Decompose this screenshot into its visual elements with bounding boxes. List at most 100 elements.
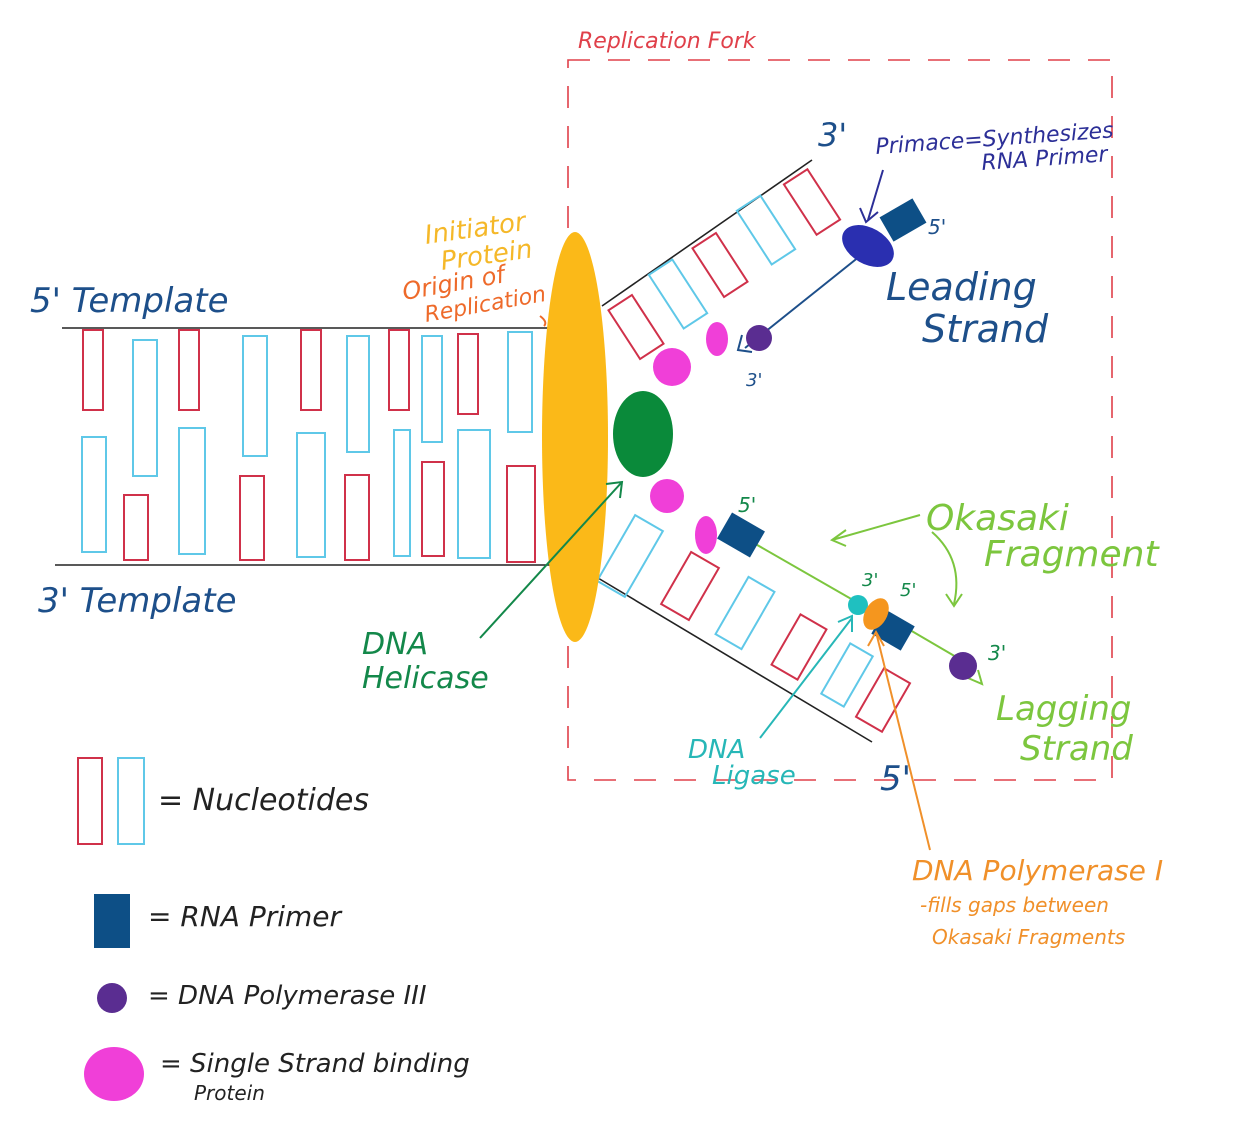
nucleotide [647, 258, 709, 330]
template-3-label: 3' Template [38, 581, 237, 621]
origin-pointer [539, 315, 547, 327]
primase-pointer [867, 169, 884, 221]
nucleotide [506, 465, 536, 563]
nucleotide [388, 329, 410, 411]
leading-pol3 [746, 325, 772, 351]
lagging-backbone [597, 577, 873, 743]
legend-rna-primer-label: = RNA Primer [148, 900, 342, 933]
nucleotide [393, 429, 411, 557]
leading-nucleotides [607, 167, 842, 361]
ligase-label-2: Ligase [712, 761, 796, 791]
dna-ligase-icon [848, 595, 868, 615]
leading-label-2: Strand [922, 307, 1049, 351]
okasaki-fragment-1 [751, 541, 861, 605]
nucleotide [457, 429, 491, 559]
nucleotide [346, 335, 370, 453]
helicase-pointer [479, 481, 623, 639]
lagging-rna-primer-1 [717, 512, 765, 558]
legend: = Nucleotides = RNA Primer = DNA Polymer… [77, 757, 470, 1105]
pol1-label-1: DNA Polymerase I [912, 854, 1163, 887]
primase-pointer-head [859, 207, 879, 224]
pol1-pointer [875, 631, 931, 851]
ssb-icon [650, 479, 684, 513]
nucleotide [595, 513, 665, 599]
nucleotide [854, 666, 912, 734]
okasaki-pointer-1 [831, 514, 921, 541]
lagging-3prime-end: 3' [988, 641, 1006, 665]
nucleotide [296, 432, 326, 558]
legend-rna-primer-icon [94, 894, 130, 948]
helicase-pointer-head [605, 480, 624, 499]
legend-pol3-label: = DNA Polymerase III [148, 981, 427, 1011]
nucleotide [421, 461, 445, 557]
okasaki-pointer-2-head [945, 593, 963, 608]
lagging-label-2: Strand [1020, 729, 1133, 769]
nucleotide [714, 575, 776, 651]
nucleotide [239, 475, 265, 561]
primase-icon [842, 225, 894, 267]
leading-5prime: 5' [928, 215, 946, 239]
ligase-label-1: DNA [688, 735, 745, 765]
nucleotide [178, 427, 206, 555]
legend-ssb-label-1: = Single Strand binding [160, 1049, 470, 1079]
nucleotide [507, 331, 533, 433]
legend-ssb-icon [84, 1047, 144, 1101]
initiator-protein-icon [542, 232, 608, 642]
leading-arrow-head [736, 334, 753, 353]
legend-ssb-label-2: Protein [194, 1081, 265, 1105]
nucleotide [123, 494, 149, 561]
nucleotide [735, 194, 797, 266]
leading-rna-primer [879, 198, 927, 242]
helicase-label-1: DNA [362, 627, 428, 662]
parental-nucleotides [81, 329, 536, 563]
lagging-pol3 [949, 652, 977, 680]
helicase-label-2: Helicase [362, 661, 489, 696]
replication-fork-label: Replication Fork [578, 29, 757, 54]
lagging-nucleotides [595, 513, 912, 734]
dna-pol1-icon [863, 598, 889, 630]
nucleotide [659, 550, 721, 622]
nucleotide [770, 613, 828, 681]
lagging-5prime-primer: 5' [738, 493, 756, 517]
okasaki-pointer-2 [931, 531, 958, 605]
okasaki-label-2: Fragment [984, 534, 1160, 575]
leading-label-1: Leading [886, 265, 1037, 309]
nucleotide [457, 333, 479, 415]
pol1-pointer-head [867, 629, 885, 647]
ligase-pointer-head [837, 614, 853, 632]
legend-nucleotide-blue [117, 757, 145, 845]
ligase-pointer [759, 617, 853, 739]
nucleotide [819, 642, 875, 708]
leading-backbone [601, 159, 813, 307]
leading-3prime-top: 3' [818, 116, 847, 154]
ssb-icon [653, 348, 691, 386]
dna-helicase-icon [613, 391, 673, 477]
template-5-label: 5' Template [30, 281, 229, 321]
legend-pol3-icon [97, 983, 127, 1013]
pol1-label-3: Okasaki Fragments [932, 925, 1125, 949]
leading-3prime-end: 3' [746, 370, 762, 391]
nucleotide [607, 293, 665, 361]
nucleotide [782, 167, 842, 237]
lagging-5prime-bottom: 5' [880, 759, 911, 799]
okasaki-label-1: Okasaki [926, 498, 1069, 539]
ligation-3prime: 3' [862, 570, 878, 591]
nucleotide [82, 329, 104, 411]
pol1-label-2: -fills gaps between [920, 893, 1109, 917]
legend-nucleotide-red [77, 757, 103, 845]
lagging-arrow-head [967, 669, 984, 686]
okasaki-pointer-1-head [829, 529, 847, 547]
ligation-5prime: 5' [900, 580, 916, 601]
legend-nucleotides-label: = Nucleotides [158, 783, 369, 818]
nucleotide [178, 329, 200, 411]
nucleotide [344, 474, 370, 561]
nucleotide [421, 335, 443, 443]
nucleotide [691, 231, 749, 299]
nucleotide [132, 339, 158, 477]
ssb-icon [695, 516, 717, 554]
nucleotide [81, 436, 107, 553]
nucleotide [242, 335, 268, 457]
nucleotide [300, 329, 322, 411]
ssb-icon [706, 322, 728, 356]
